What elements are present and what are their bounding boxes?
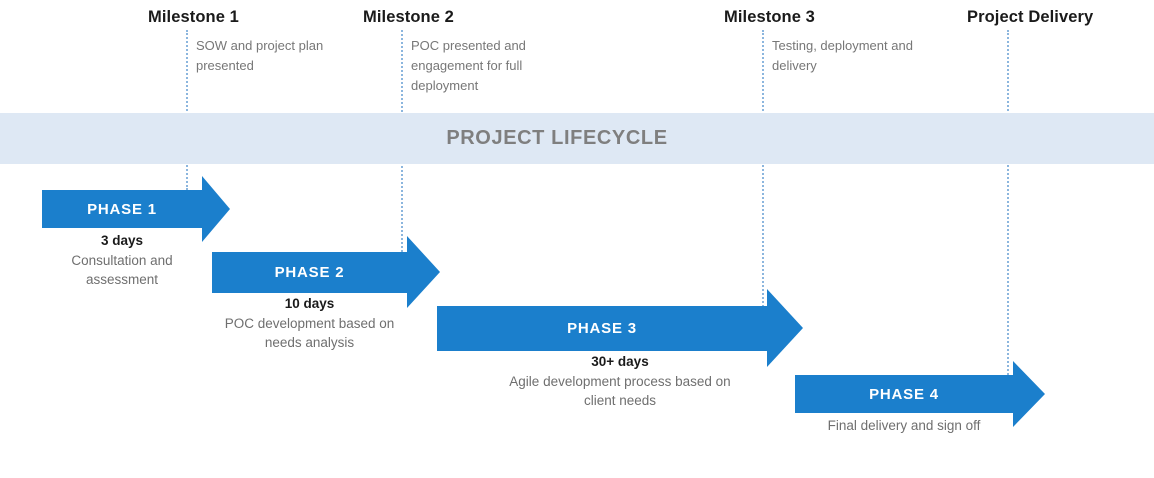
- phase-label-3: PHASE 3: [567, 320, 637, 337]
- phase-days-1: 3 days: [100, 233, 144, 248]
- milestone-description-3: Testing, deployment and delivery: [772, 38, 913, 73]
- milestone-title-2: Milestone 2: [363, 8, 454, 26]
- phase-label-1: PHASE 1: [87, 200, 157, 218]
- phase-arrow-2[interactable]: PHASE 2: [212, 236, 440, 309]
- arrow-head-icon: [767, 288, 803, 367]
- phase-caption-2: 10 days POC development based on needs a…: [206, 294, 413, 353]
- milestone-guide-line-4: [1007, 30, 1009, 375]
- milestone-description-2: POC presented and engagement for full de…: [411, 38, 526, 93]
- milestone-title-1: Milestone 1: [148, 8, 239, 26]
- milestone-description-1: SOW and project plan presented: [196, 38, 324, 73]
- phase-arrow-1[interactable]: PHASE 1: [42, 175, 230, 242]
- phase-description-4: Final delivery and sign off: [827, 418, 981, 433]
- project-lifecycle-label: PROJECT LIFECYCLE: [446, 127, 668, 149]
- milestone-title-4: Project Delivery: [967, 8, 1094, 26]
- phase-description-2: POC development based on needs analysis: [224, 315, 395, 351]
- phase-label-4: PHASE 4: [869, 385, 939, 403]
- milestone-guide-line-3: [762, 30, 764, 310]
- phase-label-2: PHASE 2: [274, 264, 345, 281]
- project-lifecycle-band: [0, 113, 1154, 164]
- milestone-title-3: Milestone 3: [724, 8, 815, 26]
- milestone-guide-line-1: [186, 30, 188, 190]
- phase-days-2: 10 days: [284, 296, 335, 311]
- arrow-head-icon: [1013, 360, 1045, 427]
- phase-caption-1: 3 days Consultation and assessment: [42, 231, 202, 290]
- phase-description-3: Agile development process based on clien…: [509, 373, 731, 409]
- arrow-head-icon: [202, 175, 230, 242]
- phase-caption-4: Final delivery and sign off: [815, 416, 993, 436]
- phase-description-1: Consultation and assessment: [71, 252, 173, 288]
- phase-caption-3: 30+ days Agile development process based…: [500, 352, 740, 411]
- phase-days-3: 30+ days: [591, 354, 649, 369]
- phase-arrow-3[interactable]: PHASE 3: [437, 288, 803, 367]
- phase-arrow-4[interactable]: PHASE 4: [795, 360, 1045, 427]
- arrow-head-icon: [407, 236, 440, 309]
